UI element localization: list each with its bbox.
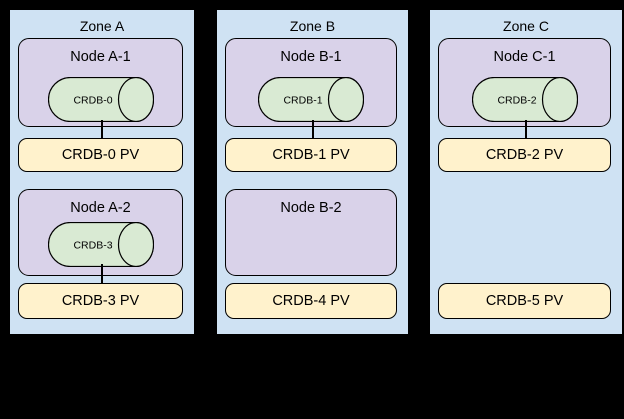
pod-cylinder: CRDB-2 bbox=[471, 76, 578, 123]
cylinder-icon: CRDB-2 bbox=[471, 76, 578, 123]
pod-cylinder: CRDB-3 bbox=[47, 221, 154, 268]
cylinder-icon: CRDB-0 bbox=[47, 76, 154, 123]
node-title: Node B-2 bbox=[280, 200, 342, 216]
node-box: Node B-2 bbox=[225, 189, 397, 276]
node-title: Node C-1 bbox=[493, 49, 556, 65]
zone-title: Zone C bbox=[503, 18, 549, 34]
node-title: Node A-2 bbox=[70, 200, 131, 216]
pod-label: CRDB-0 bbox=[73, 95, 112, 107]
pod-pv-connector-line bbox=[311, 120, 314, 140]
pod-pv-connector-line bbox=[101, 264, 103, 286]
pod-pv-connector-line bbox=[101, 120, 103, 140]
pod-cylinder: CRDB-0 bbox=[47, 76, 154, 123]
pod-label: CRDB-1 bbox=[283, 95, 322, 107]
pv-box: CRDB-0 PV bbox=[18, 138, 183, 172]
cylinder-icon: CRDB-1 bbox=[257, 76, 365, 123]
pod-cylinder: CRDB-1 bbox=[257, 76, 365, 123]
cylinder-icon: CRDB-3 bbox=[47, 221, 154, 268]
pod-label: CRDB-2 bbox=[497, 95, 536, 107]
node-title: Node B-1 bbox=[280, 49, 342, 65]
pv-box: CRDB-2 PV bbox=[438, 138, 611, 172]
pv-box: CRDB-1 PV bbox=[225, 138, 397, 172]
node-title: Node A-1 bbox=[70, 49, 131, 65]
zone-title: Zone B bbox=[289, 18, 336, 34]
pv-box: CRDB-5 PV bbox=[438, 283, 611, 319]
pod-label: CRDB-3 bbox=[73, 240, 112, 252]
pv-box: CRDB-3 PV bbox=[18, 283, 183, 319]
zone-title: Zone A bbox=[79, 18, 125, 34]
pv-box: CRDB-4 PV bbox=[225, 283, 397, 319]
pod-pv-connector-line bbox=[525, 120, 527, 140]
